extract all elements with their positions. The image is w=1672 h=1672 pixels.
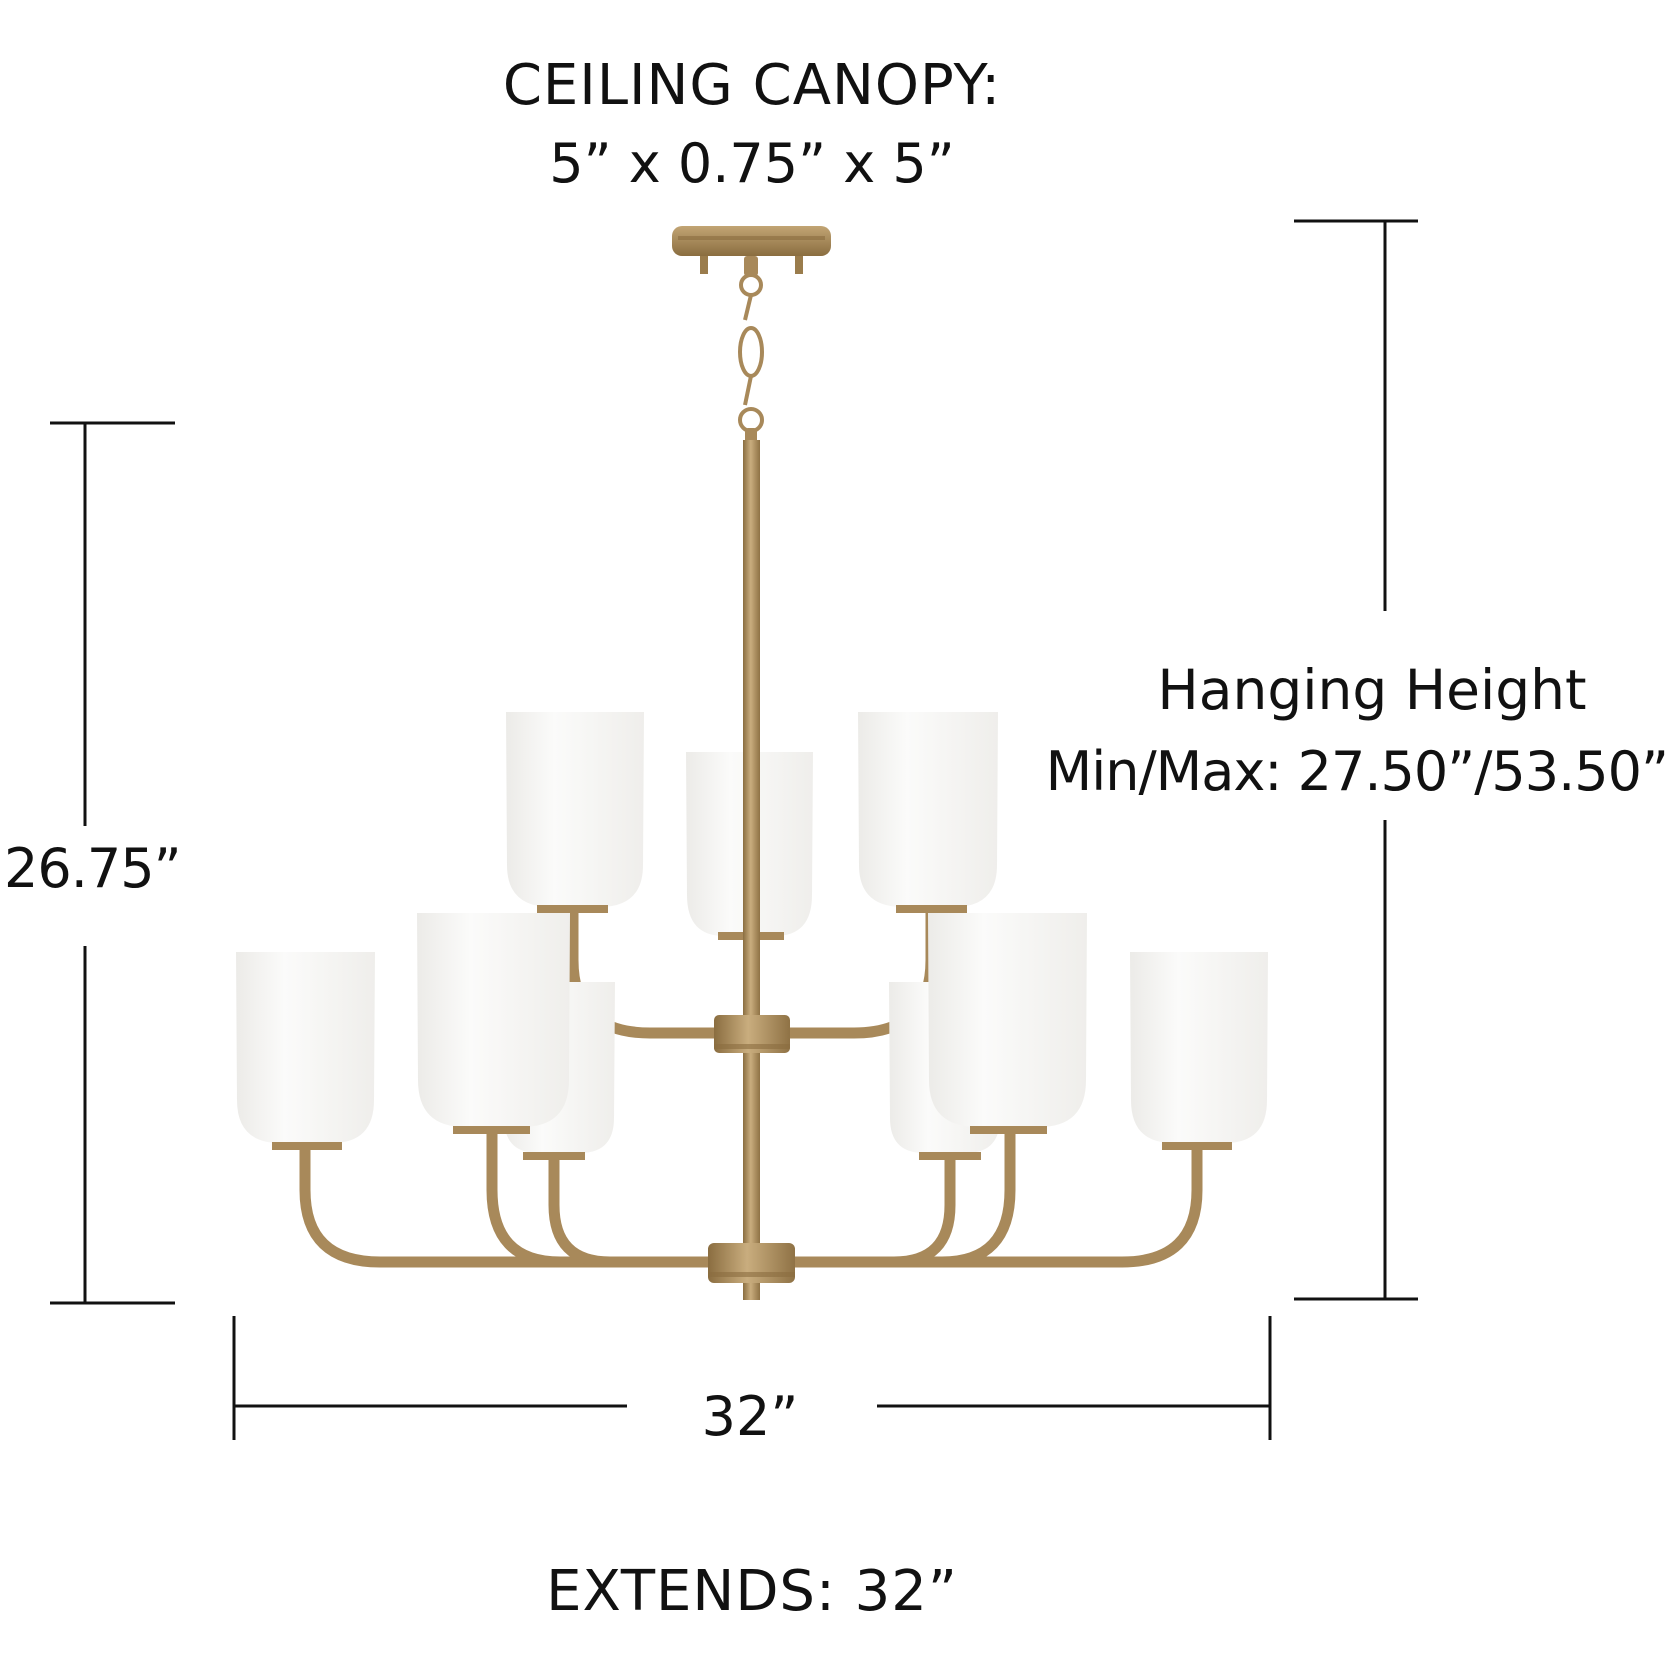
hanging-height-title: Hanging Height: [1157, 658, 1587, 722]
extends-label: EXTENDS: 32”: [546, 1559, 958, 1624]
lower-arms: [299, 1134, 1203, 1268]
fixture-width-value: 32”: [701, 1385, 799, 1448]
shade-upper-right: [858, 712, 998, 913]
hanging-height-value: Min/Max: 27.50”/53.50”: [1045, 740, 1669, 803]
chain: [738, 273, 764, 433]
shade-upper-left: [506, 712, 644, 913]
upper-hub: [714, 1015, 790, 1053]
canopy-dimensions: 5” x 0.75” x 5”: [549, 132, 955, 195]
fixture-height-bracket: [50, 421, 175, 1305]
shade-lower-front-right: [928, 913, 1087, 1134]
fixture-height-value: 26.75”: [4, 837, 182, 900]
shade-lower-front-left: [417, 913, 570, 1134]
lower-hub: [708, 1243, 795, 1300]
fixture-width-bracket: [232, 1316, 1272, 1440]
ceiling-canopy: [672, 226, 831, 276]
shade-lower-outer-right: [1130, 952, 1268, 1150]
shade-lower-outer-left: [236, 952, 375, 1150]
hanging-height-bracket: [1294, 219, 1418, 1301]
canopy-title: CEILING CANOPY:: [502, 53, 1002, 118]
